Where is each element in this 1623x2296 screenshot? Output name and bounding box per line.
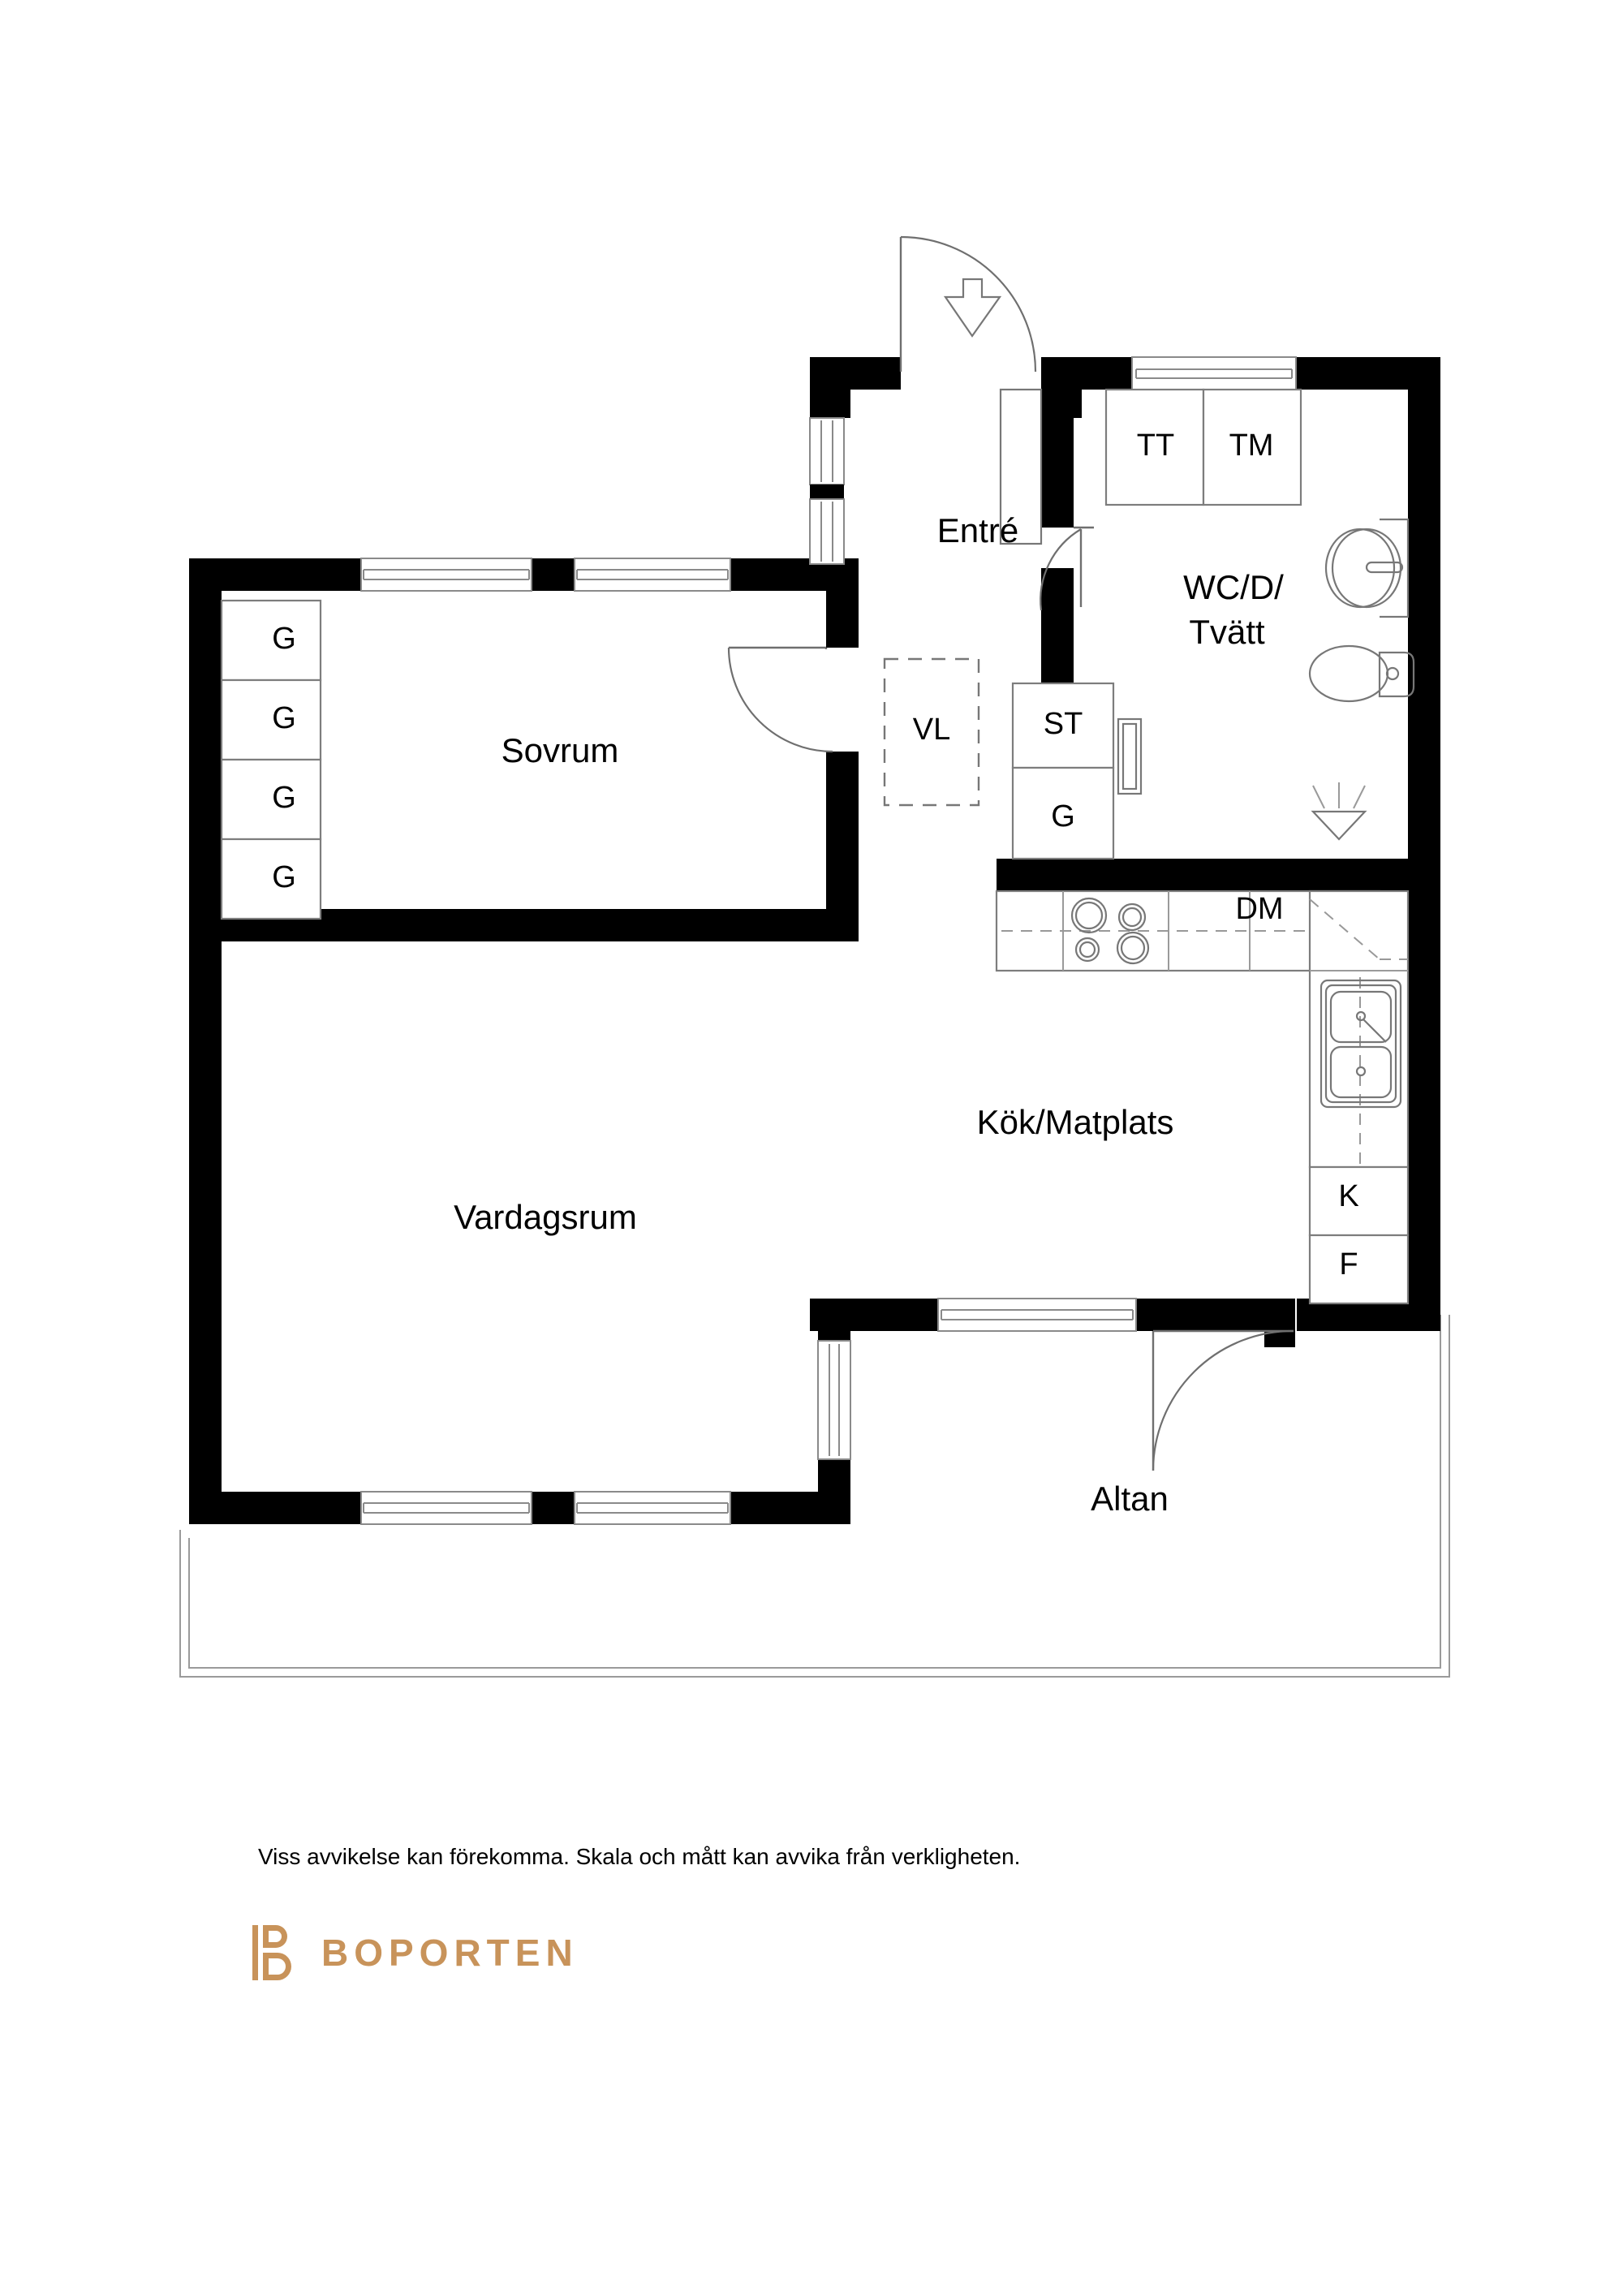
tag-torktumlare: TT — [1137, 429, 1174, 463]
disclaimer-text: Viss avvikelse kan förekomma. Skala och … — [258, 1844, 1021, 1869]
bedroom-wardrobe-bank — [220, 599, 322, 920]
tag-kyl: K — [1338, 1179, 1358, 1213]
tag-stadskap: ST — [1044, 707, 1083, 741]
floor-drain-icon — [1311, 782, 1367, 841]
room-label-wc-line1: WC/D/ — [1183, 568, 1284, 606]
fixture-tag-labels: G G G G VL ST G TT TM DM K F — [272, 429, 1358, 1282]
tag-garderob-3: G — [272, 781, 296, 815]
tag-garderob-2: G — [272, 701, 296, 735]
wc-doorway-recess — [1117, 717, 1143, 795]
entry-storage-bank — [1011, 682, 1115, 860]
door-bedroom — [727, 646, 833, 753]
windows — [360, 356, 1297, 1525]
window-living-east-vertical — [817, 1340, 851, 1460]
wall-structure — [189, 357, 1440, 1524]
tag-garderob-5: G — [1051, 799, 1075, 834]
boporten-logo-icon — [252, 1925, 291, 1980]
window-bedroom-north-right — [574, 558, 731, 592]
room-label-kok-matplats: Kök/Matplats — [977, 1103, 1174, 1141]
window-bedroom-north-left — [360, 558, 532, 592]
room-labels: Sovrum Vardagsrum Entré WC/D/ Tvätt Kök/… — [454, 511, 1284, 1518]
tag-tvattmaskin: TM — [1229, 429, 1274, 463]
kitchen-counter-run — [995, 890, 1410, 1305]
tag-garderob-1: G — [272, 622, 296, 656]
room-label-wc-line2: Tvätt — [1189, 613, 1265, 651]
room-label-sovrum: Sovrum — [502, 731, 619, 769]
stove-icon — [1070, 897, 1150, 965]
toilet-icon — [1308, 644, 1415, 703]
window-wc-north — [1131, 356, 1297, 390]
tag-diskmaskin: DM — [1235, 892, 1283, 926]
kitchen-sink-icon — [1319, 979, 1402, 1109]
brand-footer: BOPORTEN — [252, 1923, 579, 1982]
window-living-south-left — [360, 1491, 532, 1525]
door-wc — [1040, 526, 1094, 611]
altan-outline — [179, 1315, 1450, 1678]
tag-garderob-4: G — [272, 860, 296, 894]
door-altan — [1152, 1329, 1294, 1471]
tag-vl: VL — [913, 713, 950, 747]
window-living-south-right — [574, 1491, 731, 1525]
room-label-entre: Entré — [937, 511, 1018, 549]
wc-fixtures — [1308, 518, 1415, 841]
room-label-altan: Altan — [1091, 1480, 1169, 1518]
vl-niche — [883, 657, 980, 807]
doors — [727, 235, 1294, 1471]
window-entre-west — [809, 417, 845, 565]
washbasin-icon — [1324, 518, 1410, 618]
door-entrance — [899, 235, 1037, 373]
laundry-appliance-bank — [999, 388, 1302, 545]
room-label-vardagsrum: Vardagsrum — [454, 1198, 637, 1236]
window-living-southeast — [937, 1298, 1137, 1332]
tag-frys: F — [1339, 1247, 1358, 1282]
brand-wordmark: BOPORTEN — [321, 1932, 579, 1974]
